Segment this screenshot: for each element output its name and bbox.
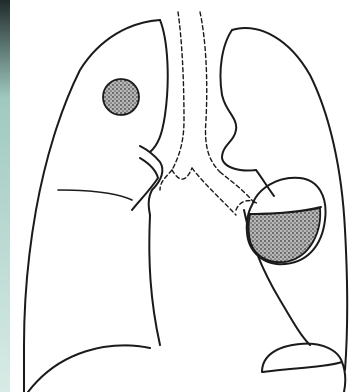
trachea-left-wall <box>172 12 184 170</box>
carina-dash <box>172 168 192 179</box>
right-lung-medial-border <box>150 20 168 152</box>
right-lung-outline <box>24 20 160 392</box>
left-diaphragm <box>262 344 342 372</box>
trachea-right-wall <box>200 12 220 172</box>
left-lung-medial-upper <box>220 30 256 171</box>
right-lung-base <box>28 345 150 392</box>
left-bronchus-dash-upper <box>220 172 256 205</box>
cavity-dashed-ring <box>236 201 258 210</box>
left-lung-outline <box>232 28 347 370</box>
right-lung-lower-medial <box>149 215 160 345</box>
right-main-bronchus <box>132 146 162 215</box>
horizontal-fissure <box>58 190 132 200</box>
left-bronchus-dash-lower <box>192 168 236 215</box>
upper-lobe-nodule <box>103 79 139 115</box>
left-edge-strip <box>0 0 10 392</box>
